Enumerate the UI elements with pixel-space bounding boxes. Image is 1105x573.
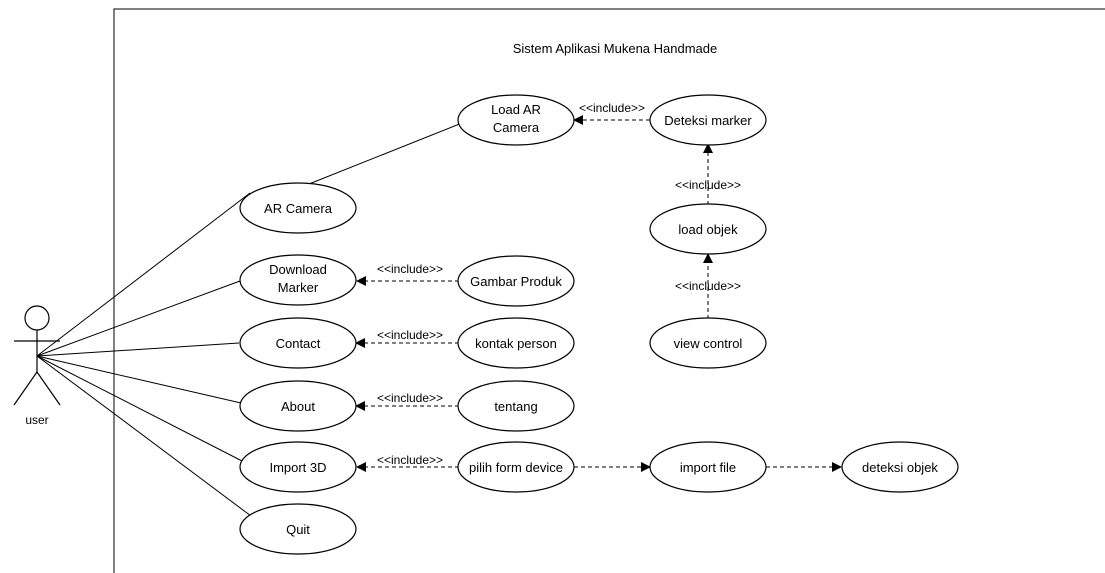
use-case-import-3d-label: Import 3D [269,460,326,475]
use-case-load-ar-line2: Camera [493,120,540,135]
use-case-view-control-label: view control [674,336,743,351]
use-case-pilih-form-device[interactable]: pilih form device [457,441,575,493]
use-case-import-3d[interactable]: Import 3D [239,441,357,493]
actor-right-leg [36,371,61,406]
assoc-about [36,355,242,404]
use-case-deteksi-marker[interactable]: Deteksi marker [649,94,767,146]
use-case-gambar-produk[interactable]: Gambar Produk [457,255,575,307]
use-case-kontak-person[interactable]: kontak person [457,317,575,369]
include-labels: <<include>> <<include>> <<include>> <<in… [377,101,741,467]
use-case-load-ar-line1: Load AR [491,102,541,117]
include-label-download: <<include>> [377,262,443,276]
assoc-ar-camera [36,192,251,357]
include-relations [355,115,842,472]
use-case-tentang[interactable]: tentang [457,380,575,432]
use-case-about-label: About [281,399,315,414]
use-case-load-ar-camera[interactable]: Load AR Camera [457,94,575,146]
include-label-load-ar: <<include>> [579,101,645,115]
system-title: Sistem Aplikasi Mukena Handmade [513,41,718,56]
use-case-kontak-person-label: kontak person [475,336,557,351]
system-boundary [113,8,1105,573]
use-case-view-control[interactable]: view control [649,317,767,369]
use-case-deteksi-marker-label: Deteksi marker [664,113,752,128]
use-case-contact[interactable]: Contact [239,317,357,369]
use-case-pilih-form-device-label: pilih form device [469,460,563,475]
include-label-contact: <<include>> [377,328,443,342]
assoc-import-3d [36,355,245,463]
actor-user: user [13,305,61,427]
use-case-contact-label: Contact [276,336,321,351]
use-case-deteksi-objek[interactable]: deteksi objek [841,441,959,493]
include-label-import: <<include>> [377,453,443,467]
use-case-quit-label: Quit [286,522,310,537]
assoc-quit [36,355,252,517]
use-case-download-marker-line1: Download [269,262,327,277]
use-case-import-file[interactable]: import file [649,441,767,493]
use-case-tentang-label: tentang [494,399,537,414]
assoc-download-marker [36,280,241,357]
include-label-about: <<include>> [377,391,443,405]
use-case-ar-camera-label: AR Camera [264,201,333,216]
use-case-load-objek-label: load objek [678,222,738,237]
actor-label: user [25,413,48,427]
include-label-view: <<include>> [675,279,741,293]
associations [36,122,463,517]
assoc-ar-to-load-ar [308,122,463,185]
use-case-deteksi-objek-label: deteksi objek [862,460,938,475]
use-case-gambar-produk-label: Gambar Produk [470,274,562,289]
actor-left-leg [13,371,38,406]
assoc-contact [36,342,240,357]
use-case-about[interactable]: About [239,380,357,432]
include-label-loadobjek: <<include>> [675,178,741,192]
use-case-download-marker[interactable]: Download Marker [239,254,357,306]
use-case-download-marker-line2: Marker [278,280,319,295]
use-case-quit[interactable]: Quit [239,503,357,555]
actor-head [24,305,50,331]
use-case-load-objek[interactable]: load objek [649,203,767,255]
use-case-import-file-label: import file [680,460,736,475]
use-case-ar-camera[interactable]: AR Camera [239,182,357,234]
